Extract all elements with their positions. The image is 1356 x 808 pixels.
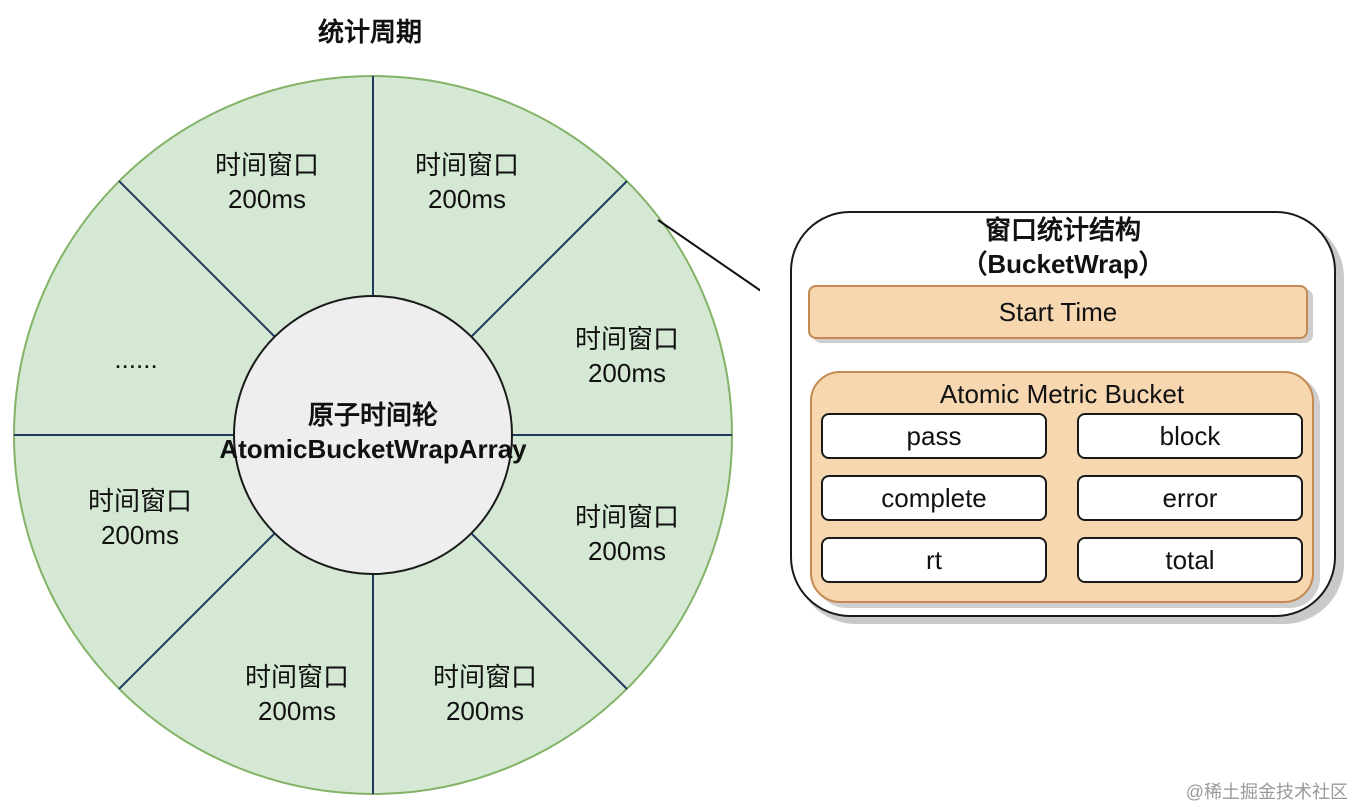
start-time-box: Start Time <box>808 285 1308 339</box>
segment-label: 时间窗口 200ms <box>70 484 210 552</box>
segment-duration: 200ms <box>227 184 307 214</box>
center-label: 原子时间轮 AtomicBucketWrapArray <box>190 398 556 466</box>
connector-line <box>657 219 760 292</box>
segment-name: 时间窗口 <box>574 324 679 354</box>
segment-ellipsis: ...... <box>114 344 158 374</box>
segment-name: 时间窗口 <box>432 662 537 692</box>
metric-total: total <box>1077 537 1303 583</box>
divider-top-left <box>118 180 281 343</box>
segment-label: 时间窗口 200ms <box>557 500 697 568</box>
segment-duration: 200ms <box>257 696 337 726</box>
center-hub <box>233 295 513 575</box>
panel-title-line1: 窗口统计结构 <box>984 215 1141 245</box>
bucket-title: Atomic Metric Bucket <box>939 379 1185 409</box>
center-label-en: AtomicBucketWrapArray <box>219 434 527 464</box>
metric-block: block <box>1077 413 1303 459</box>
segment-name: 时间窗口 <box>87 486 192 516</box>
segment-label: 时间窗口 200ms <box>227 660 367 728</box>
divider-bottom-left <box>118 527 281 690</box>
panel-title-line2: （BucketWrap） <box>961 249 1165 279</box>
segment-name: 时间窗口 <box>574 502 679 532</box>
segment-label: 时间窗口 200ms <box>197 148 337 216</box>
divider-bottom-right <box>465 527 628 690</box>
panel-title: 窗口统计结构 （BucketWrap） <box>792 213 1334 281</box>
segment-name: 时间窗口 <box>214 150 319 180</box>
center-label-cn: 原子时间轮 <box>307 400 438 430</box>
metric-complete: complete <box>821 475 1047 521</box>
segment-duration: 200ms <box>587 536 667 566</box>
metric-pass: pass <box>821 413 1047 459</box>
segment-label: 时间窗口 200ms <box>397 148 537 216</box>
metric-rt: rt <box>821 537 1047 583</box>
diagram-title: 统计周期 <box>317 17 422 47</box>
segment-duration: 200ms <box>445 696 525 726</box>
segment-duration: 200ms <box>427 184 507 214</box>
divider-top-right <box>465 180 628 343</box>
segment-duration: 200ms <box>100 520 180 550</box>
segment-name: 时间窗口 <box>414 150 519 180</box>
time-wheel-diagram <box>13 75 760 795</box>
segment-name: 时间窗口 <box>244 662 349 692</box>
segment-duration: 200ms <box>587 358 667 388</box>
watermark: @稀土掘金技术社区 <box>1185 782 1348 802</box>
segment-label: 时间窗口 200ms <box>415 660 555 728</box>
metric-error: error <box>1077 475 1303 521</box>
segment-label: 时间窗口 200ms <box>557 322 697 390</box>
